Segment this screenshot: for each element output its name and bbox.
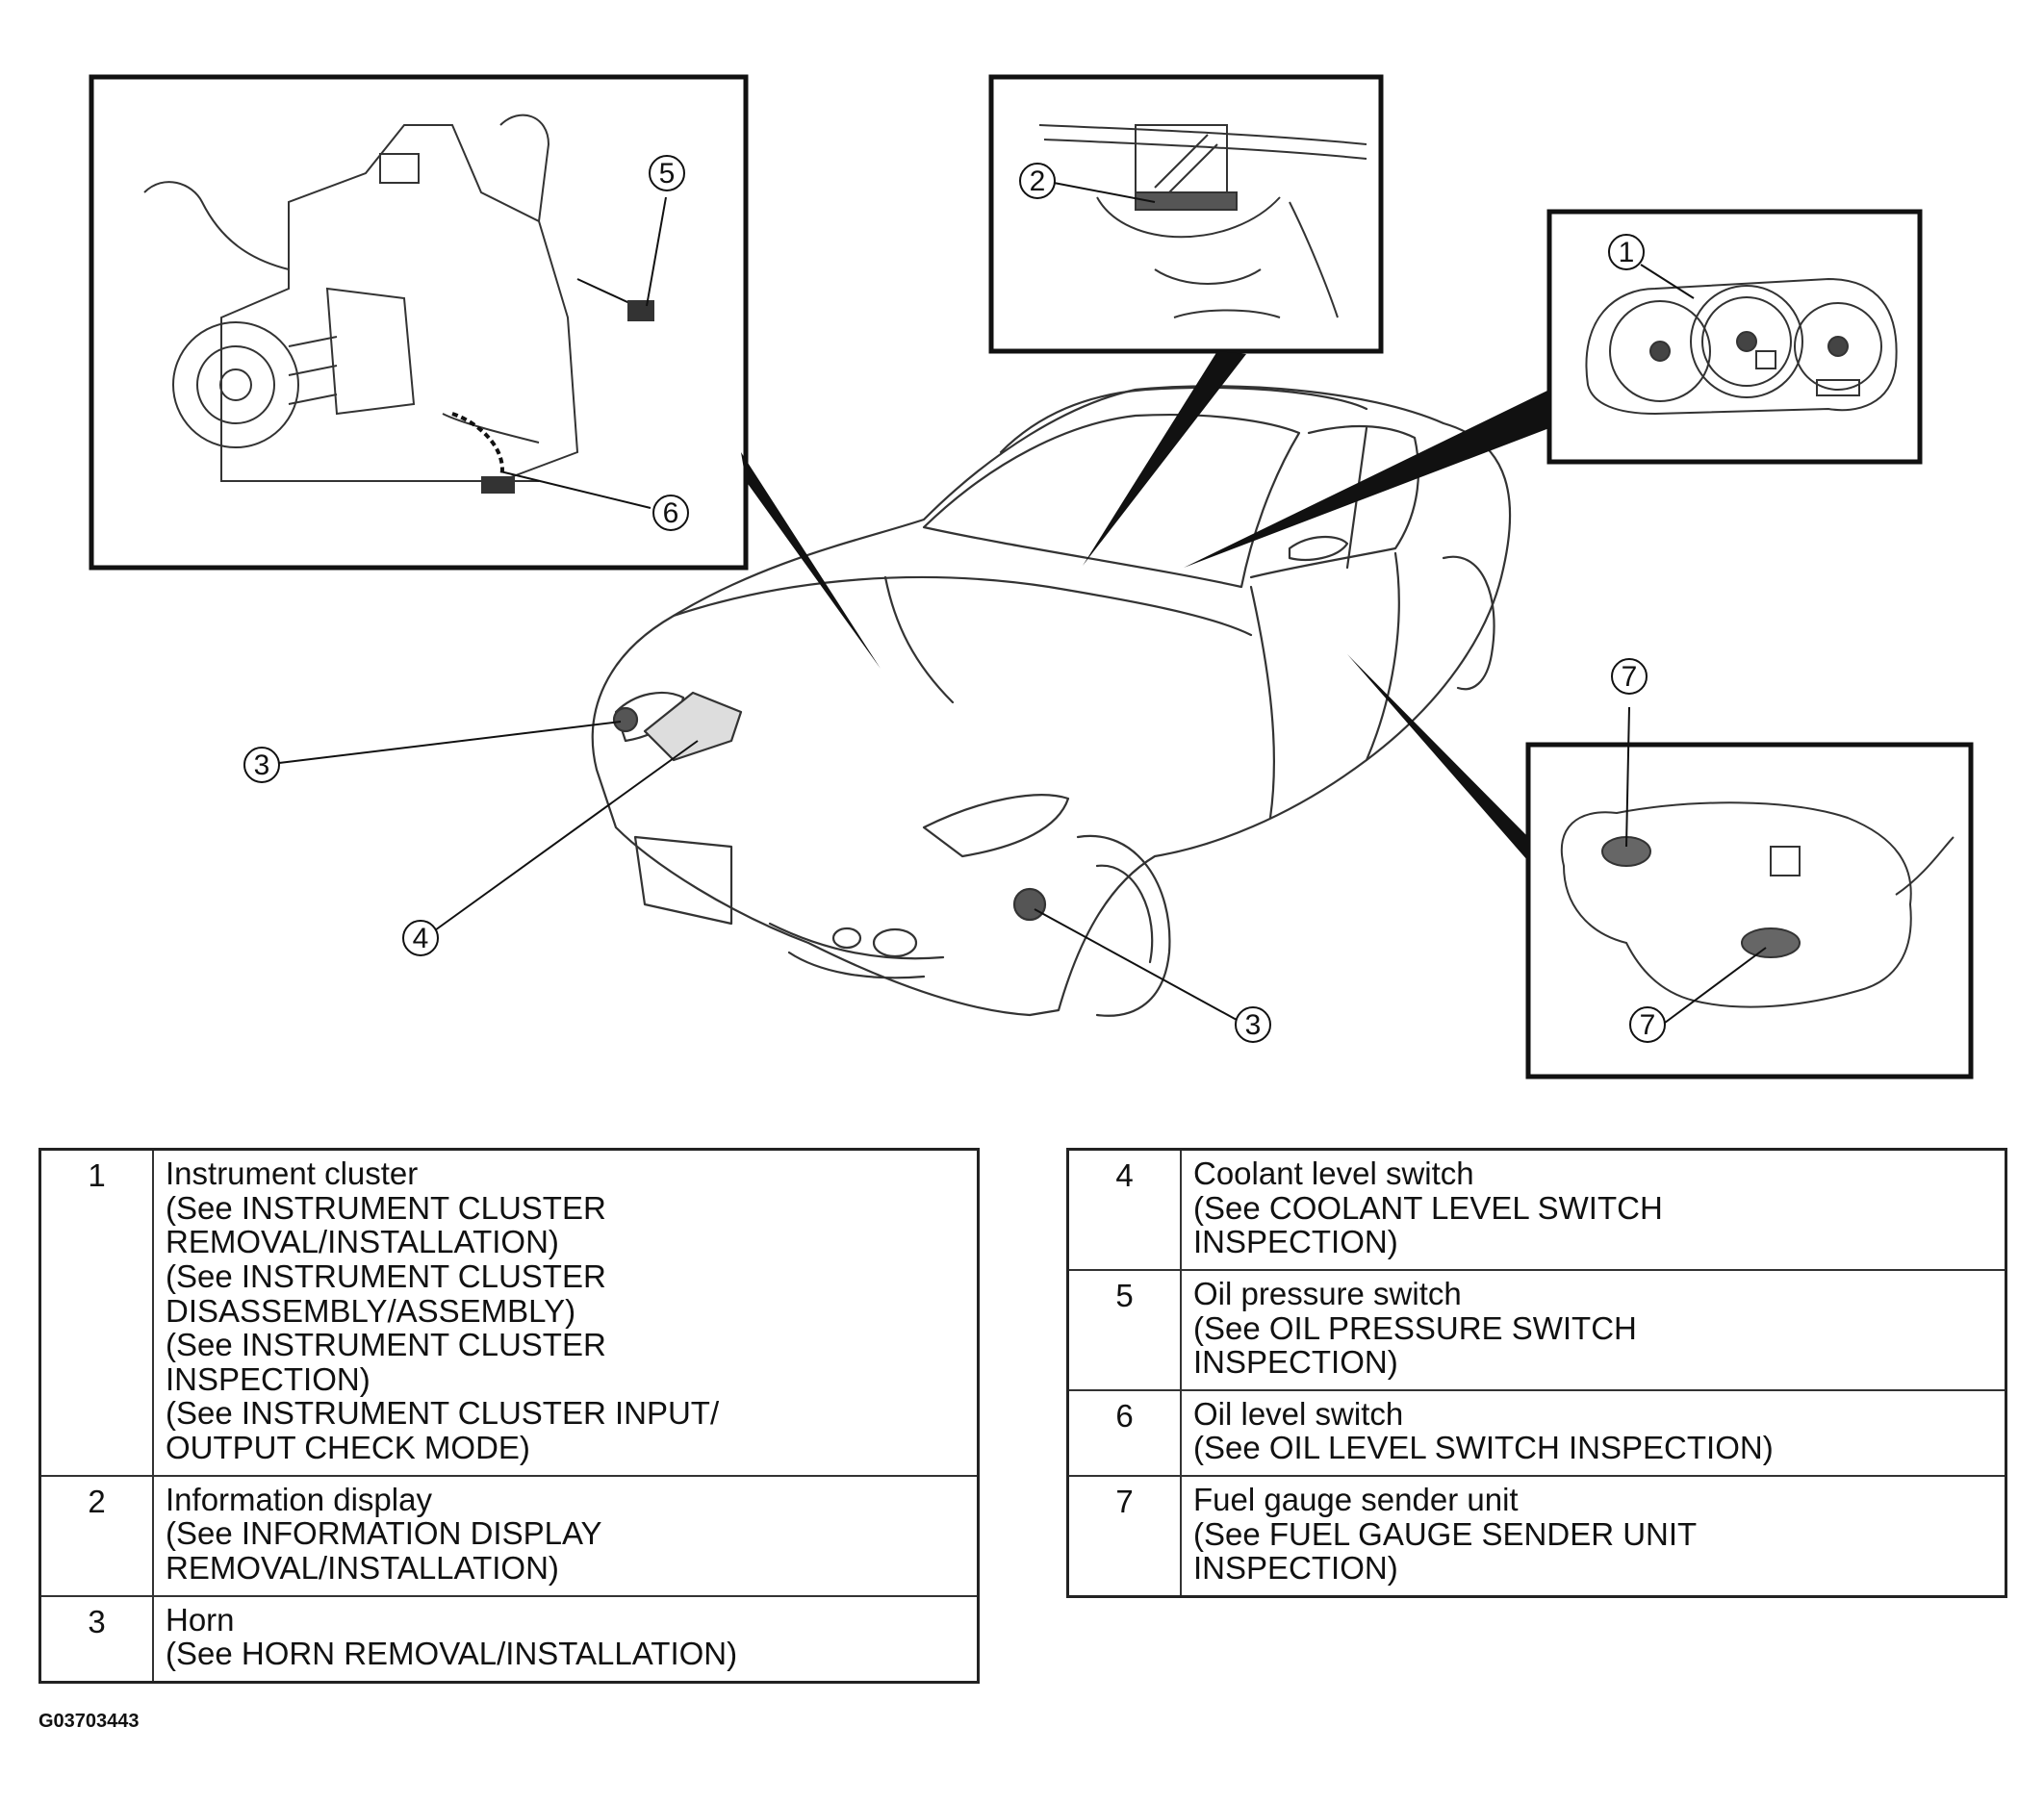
- callout-2: 2: [1019, 163, 1056, 199]
- legend-number: 1: [38, 1148, 154, 1477]
- legend-row: 7 Fuel gauge sender unit (See FUEL GAUGE…: [1066, 1474, 2007, 1598]
- svg-text:2: 2: [1030, 165, 1046, 197]
- cluster-pointer: [1184, 390, 1549, 568]
- legend-description: Horn (See HORN REMOVAL/INSTALLATION): [152, 1594, 980, 1684]
- legend-line: (See FUEL GAUGE SENDER UNIT: [1193, 1515, 1698, 1552]
- legend-row: 1 Instrument cluster (See INSTRUMENT CLU…: [38, 1148, 980, 1477]
- callout-3-left: 3: [243, 747, 280, 783]
- legend-number: 2: [38, 1474, 154, 1597]
- legend-line: INSPECTION): [1193, 1550, 1398, 1587]
- svg-text:5: 5: [659, 158, 676, 190]
- information-display-inset: [988, 74, 1384, 354]
- engine-inset: [89, 74, 749, 571]
- document-code: G03703443: [38, 1711, 140, 1732]
- legend-line: Information display: [166, 1481, 432, 1517]
- legend-line: OUTPUT CHECK MODE): [166, 1430, 530, 1465]
- svg-text:3: 3: [254, 749, 270, 781]
- legend-description: Coolant level switch (See COOLANT LEVEL …: [1180, 1148, 2007, 1271]
- legend-number: 5: [1066, 1268, 1182, 1391]
- legend-number: 4: [1066, 1148, 1182, 1271]
- legend-line: Coolant level switch: [1193, 1155, 1474, 1191]
- fuel-tank-inset: [1525, 706, 1974, 1079]
- svg-text:6: 6: [663, 497, 679, 529]
- legend-line: (See INSTRUMENT CLUSTER: [166, 1327, 606, 1363]
- legend-description: Fuel gauge sender unit (See FUEL GAUGE S…: [1180, 1474, 2007, 1598]
- legend-number: 6: [1066, 1388, 1182, 1478]
- svg-text:3: 3: [1245, 1009, 1262, 1041]
- legend-description: Oil pressure switch (See OIL PRESSURE SW…: [1180, 1268, 2007, 1391]
- display-pointer: [1083, 351, 1246, 566]
- callout-6: 6: [652, 495, 689, 531]
- legend-line: DISASSEMBLY/ASSEMBLY): [166, 1292, 576, 1329]
- legend-number: 7: [1066, 1474, 1182, 1598]
- engine-pointer: [741, 452, 881, 669]
- callout-4: 4: [402, 920, 439, 956]
- legend-line: Oil pressure switch: [1193, 1275, 1462, 1311]
- legend-line: (See HORN REMOVAL/INSTALLATION): [166, 1636, 738, 1672]
- legend-row: 3 Horn (See HORN REMOVAL/INSTALLATION): [38, 1594, 980, 1684]
- legend-row: 4 Coolant level switch (See COOLANT LEVE…: [1066, 1148, 2007, 1271]
- legend-line: (See INSTRUMENT CLUSTER: [166, 1189, 606, 1226]
- legend-line: INSPECTION): [1193, 1344, 1398, 1381]
- legend-line: (See INFORMATION DISPLAY: [166, 1515, 602, 1552]
- callout-3-right: 3: [1235, 1006, 1271, 1043]
- svg-text:1: 1: [1619, 237, 1635, 268]
- legend-line: (See INSTRUMENT CLUSTER: [166, 1257, 606, 1294]
- legend-table-left: 1 Instrument cluster (See INSTRUMENT CLU…: [38, 1148, 980, 1684]
- legend-line: Fuel gauge sender unit: [1193, 1482, 1519, 1517]
- legend-line: Oil level switch: [1193, 1395, 1404, 1432]
- legend-line: (See OIL PRESSURE SWITCH: [1193, 1309, 1637, 1346]
- callout-5: 5: [649, 155, 685, 191]
- legend-row: 5 Oil pressure switch (See OIL PRESSURE …: [1066, 1268, 2007, 1391]
- legend-table-right: 4 Coolant level switch (See COOLANT LEVE…: [1066, 1148, 2007, 1598]
- legend-line: Horn: [166, 1601, 235, 1638]
- legend-line: REMOVAL/INSTALLATION): [166, 1224, 559, 1260]
- pointer-wedges: [741, 351, 1549, 861]
- legend-number: 3: [38, 1594, 154, 1684]
- svg-text:7: 7: [1640, 1009, 1656, 1041]
- legend-row: 6 Oil level switch (See OIL LEVEL SWITCH…: [1066, 1388, 2007, 1478]
- legend-line: (See COOLANT LEVEL SWITCH: [1193, 1189, 1663, 1226]
- legend-line: INSPECTION): [166, 1360, 370, 1397]
- callout-1: 1: [1608, 234, 1645, 270]
- car-illustration: [591, 385, 1512, 1017]
- legend-description: Information display (See INFORMATION DIS…: [152, 1474, 980, 1597]
- legend-line: Instrument cluster: [166, 1155, 419, 1191]
- svg-text:7: 7: [1622, 661, 1638, 693]
- legend-line: REMOVAL/INSTALLATION): [166, 1549, 559, 1586]
- component-location-diagram: 1 2 3 3 4 5 6 7 7: [89, 74, 1974, 1079]
- legend-line: (See OIL LEVEL SWITCH INSPECTION): [1193, 1430, 1774, 1466]
- legend-description: Oil level switch (See OIL LEVEL SWITCH I…: [1180, 1388, 2007, 1478]
- svg-text:4: 4: [413, 923, 429, 954]
- instrument-cluster-inset: [1546, 209, 1923, 465]
- legend-row: 2 Information display (See INFORMATION D…: [38, 1474, 980, 1597]
- callout-7-top: 7: [1611, 658, 1648, 695]
- main-leader-lines: [278, 721, 1238, 1021]
- fuel-tank-pointer: [1347, 654, 1528, 861]
- legend-description: Instrument cluster (See INSTRUMENT CLUST…: [152, 1148, 980, 1477]
- legend-line: (See INSTRUMENT CLUSTER INPUT/: [166, 1395, 720, 1432]
- callout-7-bottom: 7: [1629, 1006, 1666, 1043]
- legend-line: INSPECTION): [1193, 1224, 1398, 1260]
